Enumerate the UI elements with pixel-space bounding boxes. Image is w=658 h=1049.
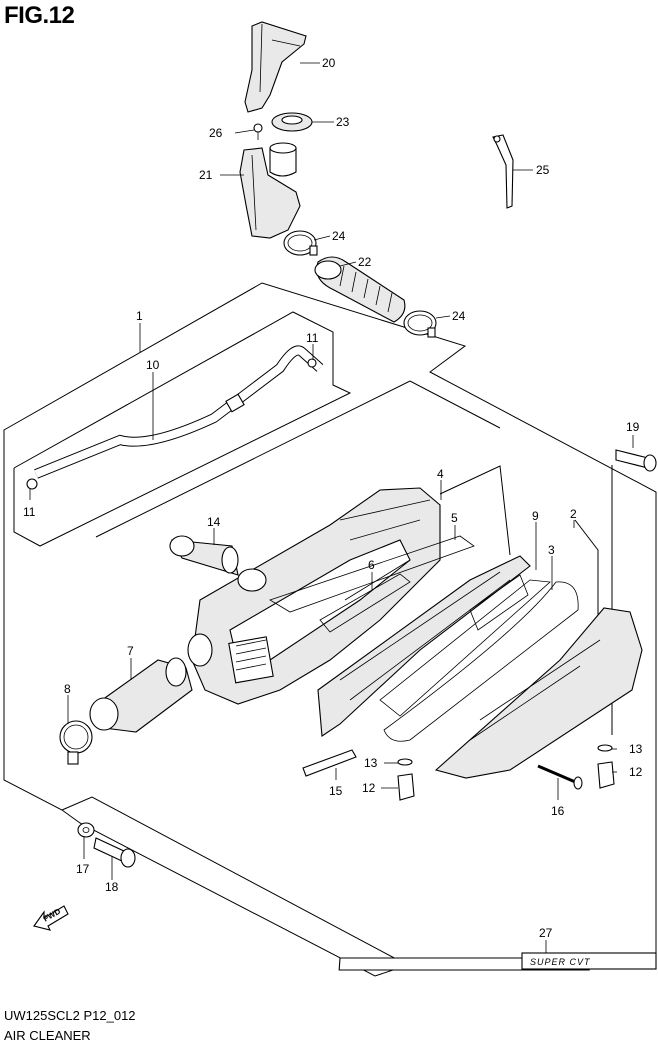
- part-14-fitting: [169, 535, 239, 576]
- callout-labels: 1 2 3 4 5 6 7 8 9 10 11 11 12 12 13 13 1…: [23, 56, 643, 940]
- callout-7: 7: [127, 644, 134, 658]
- callout-13-right: 13: [629, 742, 643, 756]
- decal-logo-text: SUPER CVT: [530, 957, 591, 967]
- assembly-frame-ref4: [439, 465, 511, 556]
- callout-15: 15: [329, 784, 343, 798]
- part-23-grommet: [271, 112, 313, 132]
- part-8-clamp: [59, 720, 93, 765]
- assembly-frame-lower: [61, 796, 401, 962]
- part-13-clip-right: [597, 744, 613, 752]
- part-20-duct-cover: [244, 21, 307, 113]
- part-4-frame: [317, 555, 531, 737]
- callout-2: 2: [570, 507, 577, 521]
- callout-18: 18: [105, 880, 119, 894]
- part-12-nut-left: [397, 773, 415, 801]
- callout-11-lower: 11: [23, 505, 36, 519]
- callout-6: 6: [368, 558, 375, 572]
- part-25-cable-tie: [492, 134, 514, 209]
- callout-10: 10: [146, 358, 160, 372]
- callout-22: 22: [358, 255, 372, 269]
- part-17-washer: [77, 822, 95, 838]
- part-12-nut-right: [597, 761, 615, 789]
- callout-24-upper: 24: [332, 229, 346, 243]
- callout-21: 21: [199, 168, 213, 182]
- leader-lines: [29, 62, 634, 953]
- part-2-cover: [434, 607, 643, 779]
- part-21-intake-duct: [239, 142, 301, 239]
- callout-1: 1: [136, 309, 143, 323]
- part-26-screw: [253, 123, 263, 140]
- callout-12-right: 12: [629, 765, 643, 779]
- callout-11-upper: 11: [306, 331, 319, 345]
- part-11-clip-upper: [307, 358, 317, 368]
- callout-26: 26: [209, 126, 223, 140]
- callout-20: 20: [322, 56, 336, 70]
- model-code: UW125SCL2 P12_012: [4, 1008, 136, 1023]
- part-15-bracket: [302, 749, 357, 777]
- callout-14: 14: [207, 515, 221, 529]
- part-24-clamp-upper: [283, 230, 318, 256]
- part-10-breather-hose: [34, 345, 324, 479]
- part-7-intake-funnel: [89, 657, 193, 733]
- callout-4: 4: [437, 467, 444, 481]
- part-13-clip-left: [397, 758, 413, 766]
- part-11-clip-lower: [26, 478, 38, 490]
- part-5-seal: [269, 535, 475, 613]
- callout-16: 16: [551, 804, 565, 818]
- callout-23: 23: [336, 115, 350, 129]
- callout-17: 17: [76, 862, 90, 876]
- part-27-decal: SUPER CVT: [338, 952, 657, 971]
- callout-24-lower: 24: [452, 309, 466, 323]
- part-19-bolt: [615, 449, 657, 472]
- callout-13-left: 13: [364, 756, 378, 770]
- callout-9: 9: [532, 509, 539, 523]
- part-9-element: [379, 574, 551, 717]
- assembly-frame-case: [95, 380, 501, 538]
- part-16-screw: [537, 764, 583, 790]
- callout-3: 3: [548, 543, 555, 557]
- part-24-clamp-lower: [403, 310, 437, 338]
- fwd-arrow-icon: FWD: [33, 905, 69, 931]
- callout-12-left: 12: [362, 781, 376, 795]
- part-22-bellows-tube: [314, 256, 406, 323]
- callout-19: 19: [626, 420, 640, 434]
- part-18-bolt: [93, 837, 136, 868]
- callout-5: 5: [451, 511, 458, 525]
- section-name: AIR CLEANER: [4, 1028, 91, 1043]
- callout-8: 8: [64, 682, 71, 696]
- figure-title: FIG.12: [4, 2, 75, 29]
- part-6-seal: [319, 573, 411, 633]
- air-cleaner-case: [187, 487, 441, 705]
- callout-25: 25: [536, 163, 550, 177]
- part-3-seal-ring: [383, 581, 579, 742]
- callout-27: 27: [539, 926, 553, 940]
- assembly-frame-hose: [13, 311, 352, 547]
